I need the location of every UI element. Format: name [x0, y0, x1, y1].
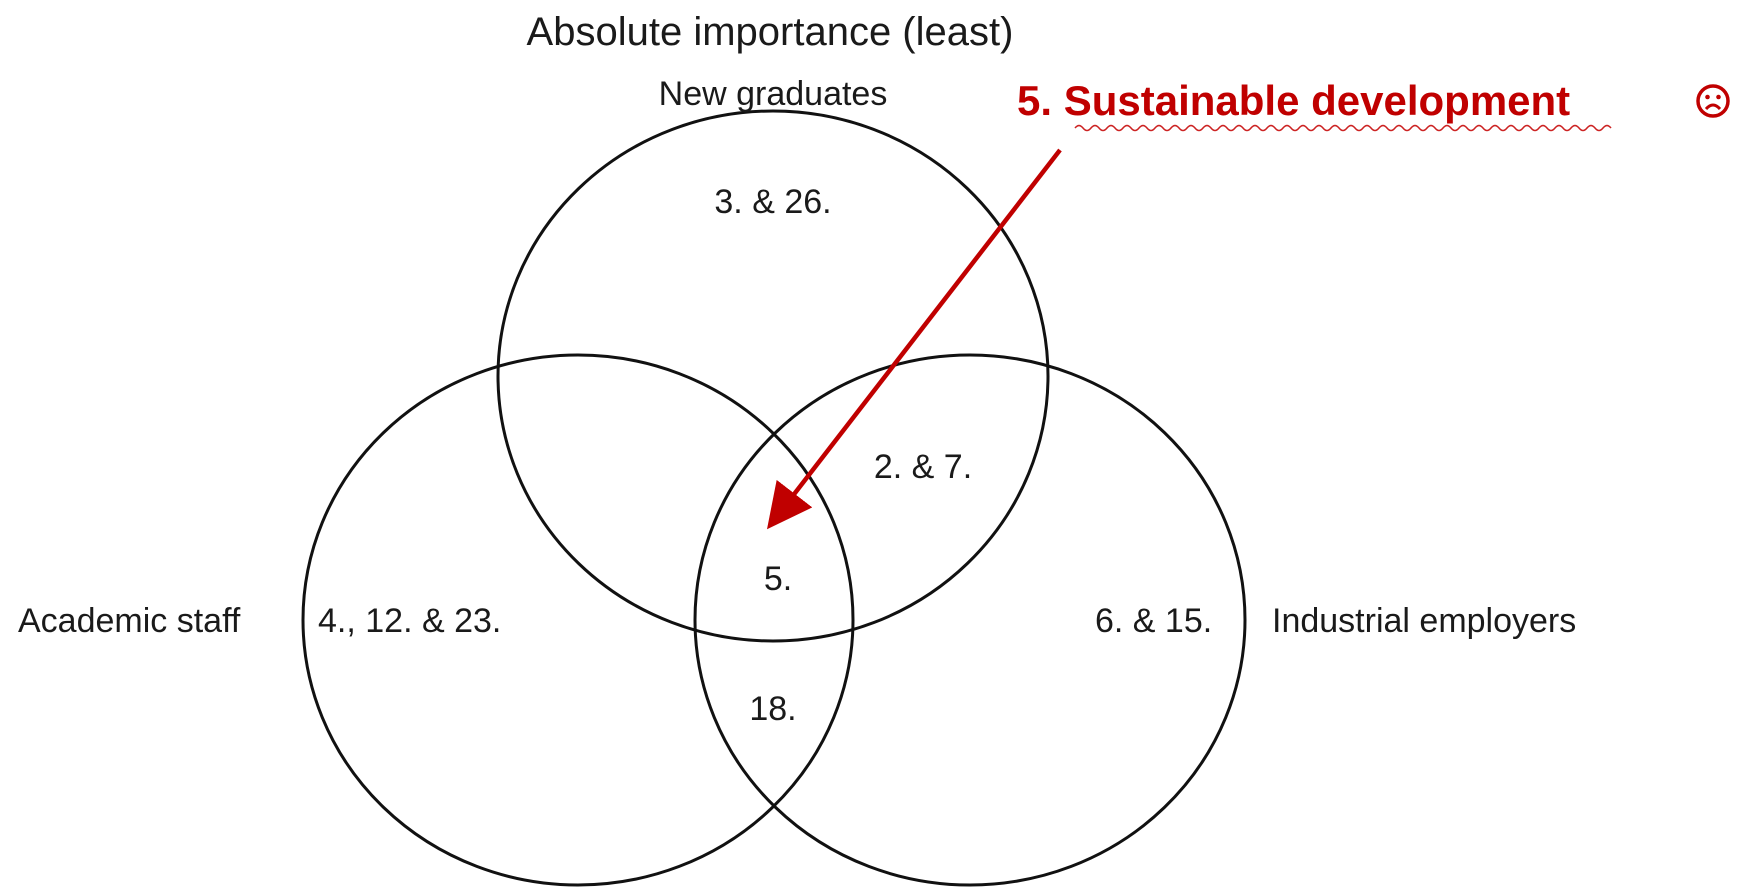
region-industry-only: 6. & 15. — [1095, 602, 1212, 640]
region-all-three: 5. — [764, 560, 792, 598]
academic-staff-circle — [301, 353, 855, 887]
region-graduates-industry: 2. & 7. — [874, 448, 972, 486]
diagram-title: Absolute importance (least) — [527, 10, 1014, 54]
set-label-new-graduates: New graduates — [659, 75, 888, 113]
callout-label: 5. Sustainable development — [1017, 77, 1570, 124]
set-label-academic-staff: Academic staff — [18, 602, 241, 640]
region-academic-industry: 18. — [749, 690, 796, 728]
callout-arrow — [766, 148, 1062, 530]
frowning-face-icon — [1696, 84, 1730, 118]
new-graduates-circle — [496, 109, 1050, 643]
set-label-industrial-employers: Industrial employers — [1272, 602, 1576, 640]
region-graduates-only: 3. & 26. — [714, 183, 831, 221]
region-academic-only: 4., 12. & 23. — [318, 602, 501, 640]
industrial-employers-circle — [693, 353, 1247, 887]
callout-underline — [1074, 124, 1612, 132]
